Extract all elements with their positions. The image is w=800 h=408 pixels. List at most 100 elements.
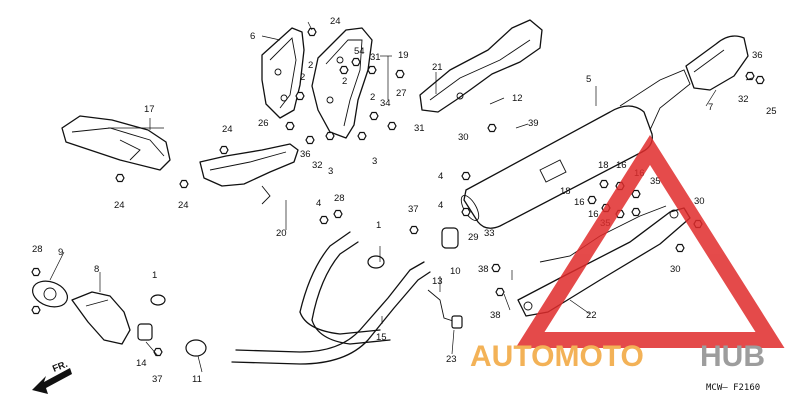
- hex-nut-icon: [295, 91, 305, 101]
- sensor-23: [427, 289, 463, 329]
- leader-lines: [49, 21, 753, 373]
- hex-nut-icon: [319, 215, 329, 225]
- exhaust-pipe-15: [231, 231, 431, 365]
- callout-16: 16: [616, 160, 627, 171]
- gasket-9: [31, 280, 69, 308]
- callout-30: 30: [458, 132, 469, 143]
- callout-33: 33: [484, 228, 495, 239]
- hex-nut-icon: [31, 267, 41, 277]
- callout-37: 37: [408, 204, 419, 215]
- callout-30: 30: [670, 264, 681, 275]
- callout-24: 24: [178, 200, 189, 211]
- band-11: [185, 339, 207, 357]
- callout-7: 7: [708, 102, 713, 113]
- hex-nut-icon: [495, 287, 505, 297]
- heat-shield-19: [311, 27, 373, 139]
- callout-9: 9: [58, 247, 63, 258]
- callout-13: 13: [432, 276, 443, 287]
- callout-19: 19: [398, 50, 409, 61]
- watermark-hub: HUB: [700, 340, 765, 373]
- callout-21: 21: [432, 62, 443, 73]
- cover-20: [199, 143, 299, 205]
- callout-16: 16: [588, 209, 599, 220]
- callout-10: 10: [450, 266, 461, 277]
- callout-15: 15: [376, 332, 387, 343]
- hex-nut-icon: [325, 131, 335, 141]
- hex-nut-icon: [587, 195, 597, 205]
- hex-nut-icon: [369, 111, 379, 121]
- callout-5: 5: [586, 74, 591, 85]
- hex-nut-icon: [115, 173, 125, 183]
- hex-nut-icon: [745, 71, 755, 81]
- hex-nut-icon: [461, 207, 471, 217]
- callout-1: 1: [376, 220, 381, 231]
- hex-nut-icon: [305, 135, 315, 145]
- callout-28: 28: [32, 244, 43, 255]
- hex-nut-icon: [409, 225, 419, 235]
- callout-22: 22: [586, 310, 597, 321]
- hex-nut-icon: [357, 131, 367, 141]
- callout-27: 27: [396, 88, 407, 99]
- callout-3: 3: [328, 166, 333, 177]
- callout-32: 32: [738, 94, 749, 105]
- callout-31: 31: [414, 123, 425, 134]
- callout-2: 2: [370, 92, 375, 103]
- hex-nut-icon: [599, 179, 609, 189]
- callout-11: 11: [192, 374, 202, 385]
- callout-4: 4: [316, 198, 321, 209]
- hex-nut-icon: [351, 57, 361, 67]
- callout-2: 2: [342, 76, 347, 87]
- heat-shield-6: [261, 27, 305, 119]
- callout-18: 18: [598, 160, 609, 171]
- hex-nut-icon: [675, 243, 685, 253]
- callout-35: 35: [650, 176, 661, 187]
- hex-nut-icon: [387, 121, 397, 131]
- callout-12: 12: [512, 93, 523, 104]
- callout-38: 38: [478, 264, 489, 275]
- callout-23: 23: [446, 354, 457, 365]
- front-direction-arrow: FR.: [32, 359, 72, 394]
- watermark: AUTOMOTO HUB: [470, 135, 785, 373]
- callout-36: 36: [300, 149, 311, 160]
- callout-32: 32: [312, 160, 323, 171]
- hex-nut-icon: [31, 305, 41, 315]
- callout-38: 38: [490, 310, 501, 321]
- hex-nut-icon: [219, 145, 229, 155]
- cover-21: [419, 19, 543, 113]
- callout-2: 2: [300, 72, 305, 83]
- fasteners: [31, 27, 765, 357]
- cover-17: [61, 115, 171, 171]
- hex-nut-icon: [153, 347, 163, 357]
- callout-34: 34: [380, 98, 391, 109]
- hex-nut-icon: [179, 179, 189, 189]
- callout-25: 25: [766, 106, 777, 117]
- exhaust-pipe-8: [71, 291, 131, 345]
- callout-31: 31: [370, 52, 381, 63]
- hex-nut-icon: [487, 123, 497, 133]
- callout-18: 18: [560, 186, 571, 197]
- callout-37: 37: [152, 374, 163, 385]
- callout-3: 3: [372, 156, 377, 167]
- hex-nut-icon: [395, 69, 405, 79]
- joint-1-left: [150, 294, 166, 306]
- watermark-auto: AUTOMOTO: [470, 340, 644, 373]
- callout-14: 14: [136, 358, 147, 369]
- collar-14: [137, 323, 153, 341]
- callout-30: 30: [694, 196, 705, 207]
- hex-nut-icon: [307, 27, 317, 37]
- callout-8: 8: [94, 264, 99, 275]
- hex-nut-icon: [333, 209, 343, 219]
- callout-2: 2: [308, 60, 313, 71]
- callout-28: 28: [334, 193, 345, 204]
- callout-16: 16: [574, 197, 585, 208]
- direction-label: FR.: [51, 359, 69, 375]
- hex-nut-icon: [755, 75, 765, 85]
- callout-39: 39: [528, 118, 539, 129]
- callout-4: 4: [438, 200, 443, 211]
- callout-17: 17: [144, 104, 155, 115]
- hex-nut-icon: [461, 171, 471, 181]
- hex-nut-icon: [285, 121, 295, 131]
- hex-nut-icon: [367, 65, 377, 75]
- end-cap-7: [685, 35, 749, 91]
